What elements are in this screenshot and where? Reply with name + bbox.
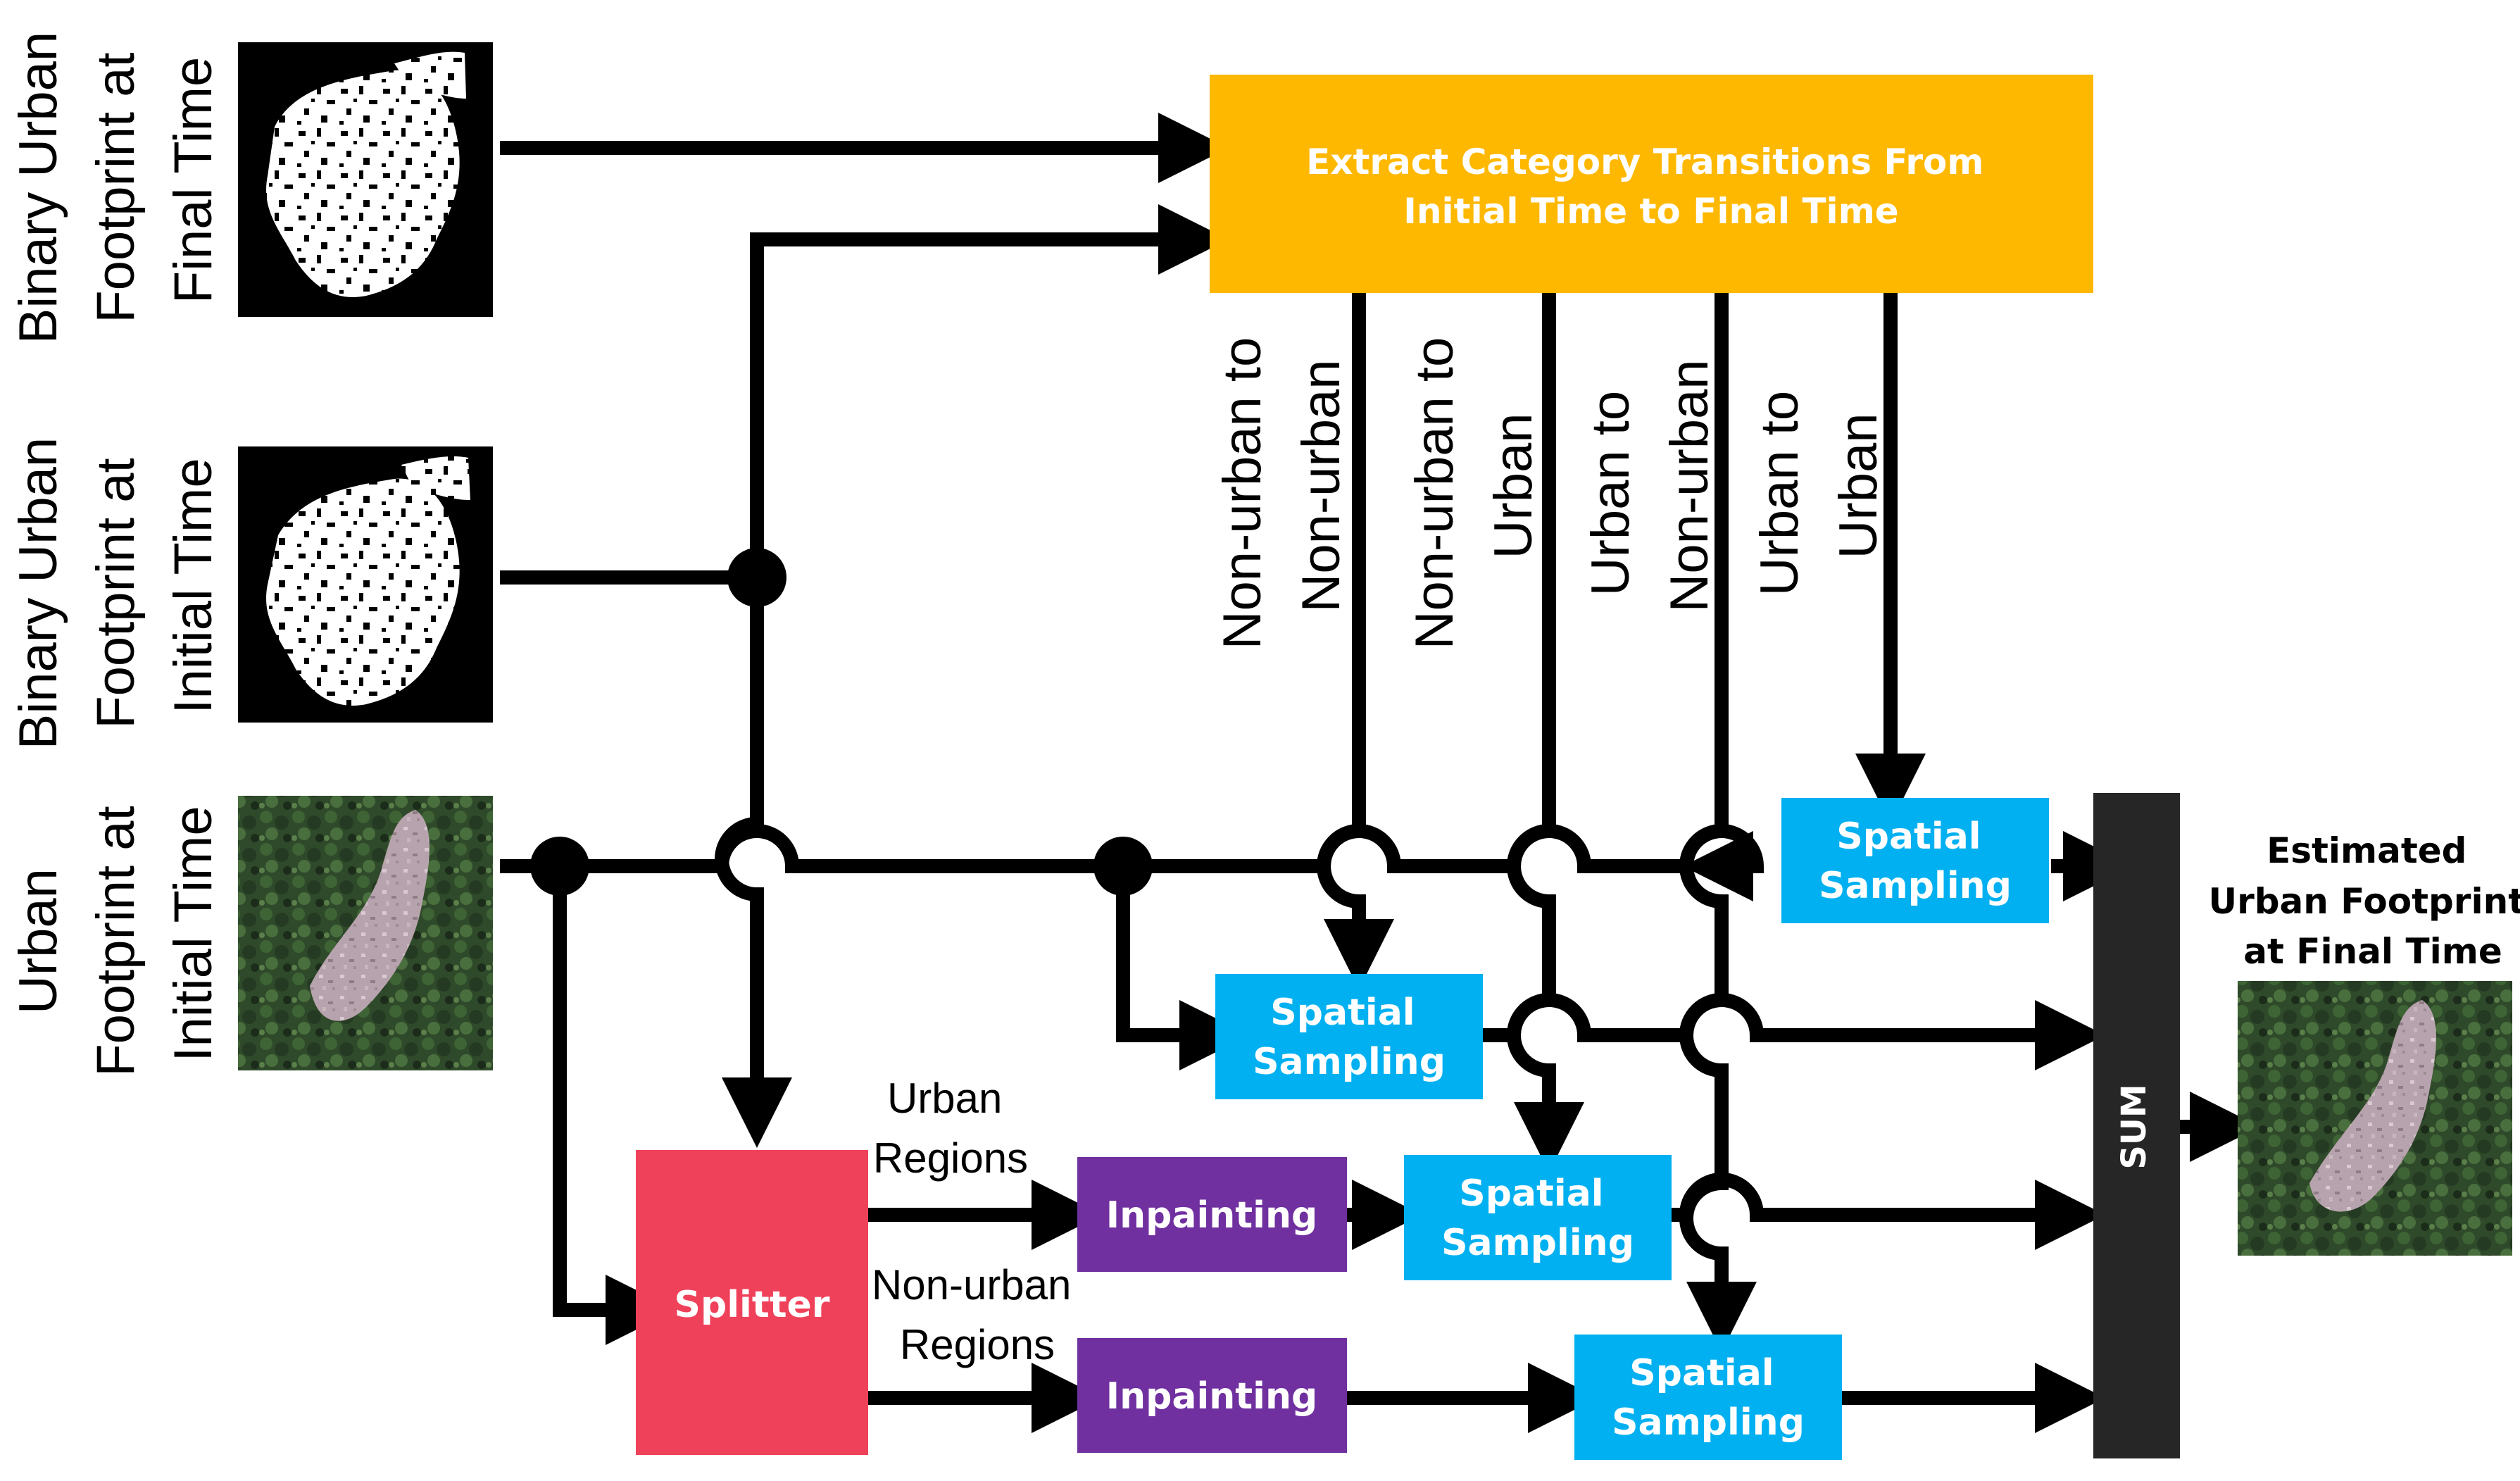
label-line: Regions [873,1135,1028,1182]
svg-text:Urban Footprint at: Urban Footprint at Initial Time [8,791,223,1077]
label-line: Final Time [163,57,223,304]
box-text-line: Sampling [1819,865,2012,907]
label-line: Urban [887,1075,1002,1122]
label-line: Initial Time [163,806,223,1061]
svg-text:Urban to Non-urban: Urban to Non-urban [1581,359,1719,612]
svg-text:Inpainting: Inpainting [1106,1194,1317,1237]
svg-text:Spatial Sampling: Spatial Sampling [1819,816,2012,907]
label-line: Urban Footprint [2208,881,2520,922]
arrow-sampling-nu-to-sum [1671,1173,2105,1250]
extract-transitions-box: Extract Category Transitions From Initia… [1210,75,2093,293]
box-text-line: Spatial [1459,1173,1603,1215]
label-line: Urban [8,868,68,1014]
junction-dot [1093,837,1153,896]
spatial-sampling-box-nu: Spatial Sampling [1404,1155,1672,1280]
urban-regions-label: Urban Regions [873,1075,1028,1182]
label-line: Regions [900,1321,1055,1368]
label-line: at Final Time [2243,931,2502,972]
label-line: Footprint at [86,52,146,323]
box-text-line: Spatial [1270,992,1415,1034]
label-line: Non-urban [1660,359,1719,612]
arrow-junction-to-sampling-nn [1116,866,1250,1070]
spatial-sampling-box-uu: Spatial Sampling [1781,798,2049,923]
svg-text:Splitter: Splitter [675,1284,830,1326]
inpainting-box-nonurban: Inpainting [1077,1338,1347,1453]
connectors [500,113,2260,1433]
svg-text:Inpainting: Inpainting [1106,1375,1317,1418]
svg-text:Binary Urban Footprint a: Binary Urban Footprint at Initial Time [8,423,223,750]
svg-text:Estimated Urban Footprin: Estimated Urban Footprint at Final Time [2208,830,2520,972]
transition-label-nu: Non-urban to Urban [1405,323,1543,650]
box-text-line: Initial Time to Final Time [1403,191,1898,232]
label-line: Non-urban [1291,359,1351,612]
label-line: Urban [1829,413,1888,559]
label-line: Binary Urban [8,437,68,750]
box-text-line: Sampling [1441,1222,1634,1264]
final-binary-image [238,42,493,317]
arrow-nu-transition [1507,289,1584,1173]
arrow-image-to-splitter [553,866,676,1345]
svg-text:Non-urban to Urban: Non-urban to Urban [1405,323,1543,650]
initial-binary-image [238,446,493,723]
label-line: Estimated [2267,830,2466,871]
label-line: Initial Time [163,458,223,713]
output-satellite-image [2238,981,2512,1256]
label-line: Binary Urban [8,32,68,344]
label-line: Urban to [1581,391,1641,596]
svg-text:Binary Urban Footprint a: Binary Urban Footprint at Final Time [8,17,223,344]
svg-text:Urban to Urban: Urban to Urban [1750,376,1888,596]
box-text-line: Sampling [1253,1041,1446,1083]
nonurban-regions-label: Non-urban Regions [872,1261,1083,1368]
arrow-junction-to-extract [750,204,1229,577]
spatial-sampling-box-un: Spatial Sampling [1574,1335,1842,1460]
svg-text:Non-urban Regions: Non-urban Regions [872,1261,1083,1368]
initial-satellite-image [238,796,493,1070]
box-text-line: Spatial [1629,1352,1774,1394]
arrow-sampling-nn-to-sum [1482,993,2105,1070]
spatial-sampling-box-nn: Spatial Sampling [1215,974,1483,1099]
svg-text:Spatial Sampling: Spatial Sampling [1253,992,1446,1083]
svg-text:Urban Regions: Urban Regions [873,1075,1028,1182]
label-line: Non-urban to [1212,337,1272,650]
svg-text:Non-urban to Non-urban: Non-urban to Non-urban [1212,323,1351,650]
transition-label-uu: Urban to Urban [1750,376,1888,596]
box-text-line: Spatial [1836,816,1981,858]
sum-block: SUM [2093,793,2180,1458]
svg-text:Extract Category Transitions F: Extract Category Transitions From Initia… [1306,142,1996,232]
label-line: Footprint at [86,806,146,1076]
svg-text:SUM: SUM [2114,1084,2154,1169]
junction-dot [727,548,786,607]
arrow-nn-transition [1317,289,1394,989]
inpainting-box-urban: Inpainting [1077,1157,1347,1272]
box-text-line: Sampling [1612,1401,1805,1444]
label-line: Non-urban to [1405,337,1465,650]
initial-image-label: Urban Footprint at Initial Time [8,791,223,1077]
box-text-line: Extract Category Transitions From [1306,142,1983,182]
transition-label-nn: Non-urban to Non-urban [1212,323,1351,650]
transition-label-un: Urban to Non-urban [1581,359,1719,612]
output-label: Estimated Urban Footprint at Final Time [2208,830,2520,972]
svg-text:Spatial Sampling: Spatial Sampling [1612,1352,1805,1444]
label-line: Footprint at [86,458,146,728]
junction-dot [530,837,589,896]
label-line: Urban [1484,413,1543,559]
splitter-box: Splitter [636,1150,868,1455]
label-line: Urban to [1750,391,1810,596]
svg-text:Spatial Sampling: Spatial Sampling [1441,1173,1634,1264]
label-line: Non-urban [872,1261,1072,1308]
initial-binary-label: Binary Urban Footprint at Initial Time [8,423,223,750]
final-binary-label: Binary Urban Footprint at Final Time [8,17,223,344]
